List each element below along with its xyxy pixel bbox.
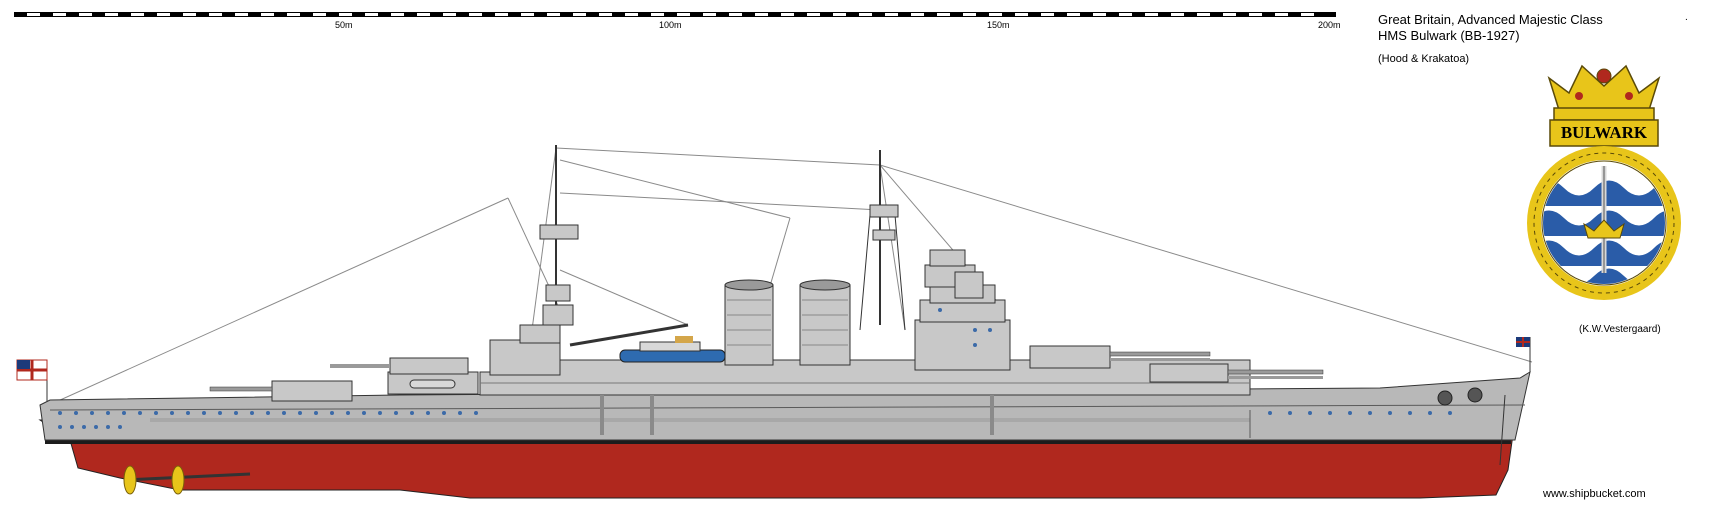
badge-name-label: BULWARK <box>1560 123 1648 142</box>
propellers <box>123 465 251 495</box>
scale-label-50m: 50m <box>335 20 353 30</box>
scale-label-150m: 150m <box>987 20 1010 30</box>
ship-design-note: (Hood & Krakatoa) <box>1378 53 1470 65</box>
funnel-aft <box>724 279 774 366</box>
fwd-turret-a <box>1149 363 1324 383</box>
badge-crest-icon <box>1527 64 1681 300</box>
aft-turret-y <box>209 380 353 402</box>
upper-hull-grey <box>39 370 1531 441</box>
fore-mast <box>859 150 906 331</box>
jack-flag <box>1516 337 1531 372</box>
bridge-superstructure <box>914 249 1011 371</box>
website-link[interactable]: www.shipbucket.com <box>1543 488 1646 500</box>
boot-topping <box>45 440 1511 444</box>
author-credit: (K.W.Vestergaard) <box>1579 324 1661 335</box>
rigging-lines <box>57 147 1533 402</box>
ship-name-title: HMS Bulwark (BB-1927) <box>1378 28 1520 43</box>
stray-dot: . <box>1685 12 1688 23</box>
scale-label-100m: 100m <box>659 20 682 30</box>
ship-badge: BULWARK <box>1524 48 1684 323</box>
fwd-turret-b <box>1029 345 1211 369</box>
scale-bar <box>14 12 1336 17</box>
main-mast <box>539 145 689 360</box>
funnel-forward <box>799 279 851 366</box>
stern-ensign <box>16 359 48 402</box>
main-deck-house <box>479 359 1251 396</box>
ship-class-title: Great Britain, Advanced Majestic Class <box>1378 12 1603 27</box>
title-block: Great Britain, Advanced Majestic Class H… <box>1378 12 1603 67</box>
boat <box>619 336 726 363</box>
aft-turret-x <box>387 371 479 395</box>
scale-label-200m: 200m <box>1318 20 1341 30</box>
